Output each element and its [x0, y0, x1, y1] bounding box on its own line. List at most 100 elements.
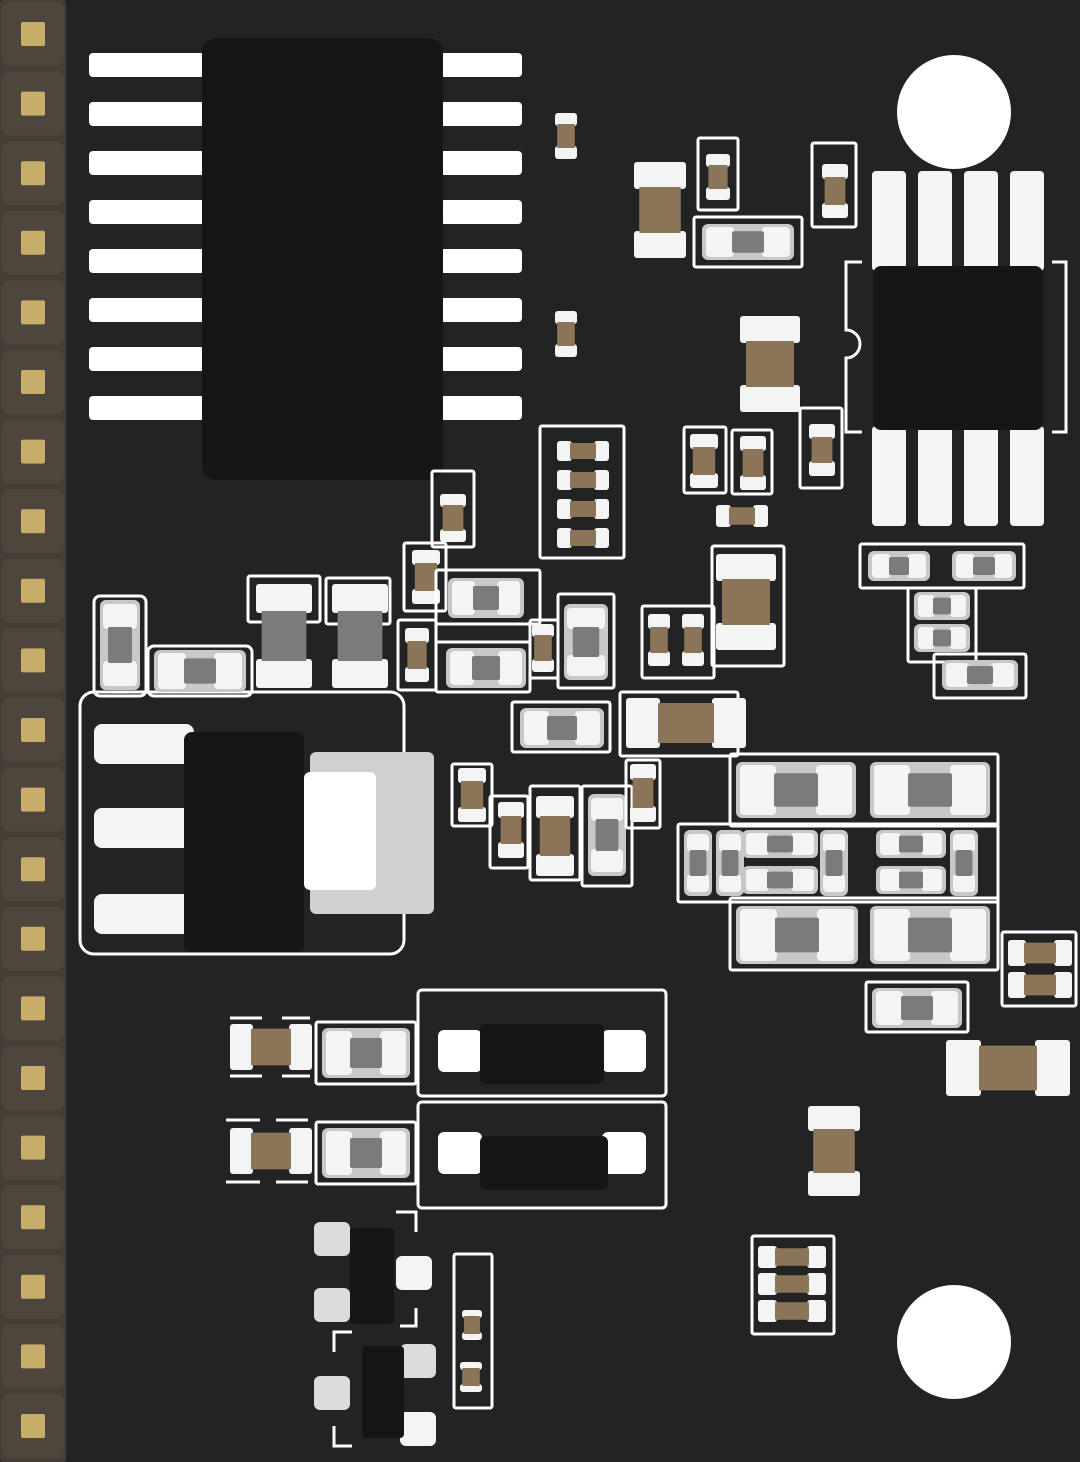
- capacitor-c33: [942, 660, 1018, 690]
- resistor-array-element: [557, 470, 609, 490]
- capacitor-c6-outline: [556, 592, 616, 690]
- sot-223-regulator: [78, 690, 434, 956]
- capacitor-c4: [448, 578, 524, 618]
- capacitor-pad: [687, 834, 709, 852]
- header-pin-pad: [21, 1274, 45, 1299]
- capacitor-c7-outline: [710, 544, 786, 668]
- transistor-1-pad: [314, 1288, 350, 1322]
- soic-16-pin-right: [440, 249, 522, 273]
- capacitor-body: [908, 917, 952, 953]
- capacitor-body: [732, 231, 764, 253]
- transistor-2-pad: [400, 1412, 436, 1446]
- capacitor-c13: [626, 698, 746, 748]
- resistor-body: [337, 611, 383, 661]
- capacitor-pad: [452, 581, 475, 615]
- resistor-array-2-element: [758, 1273, 826, 1295]
- resistor-pad: [740, 475, 766, 490]
- so-8-pin-top: [918, 171, 952, 271]
- capacitor-c34-outline: [314, 1020, 418, 1086]
- resistor-body: [570, 472, 596, 488]
- resistor-body: [639, 187, 681, 233]
- resistor-r6-outline: [682, 425, 728, 495]
- capacitor-c2: [702, 224, 794, 260]
- resistor-pad: [594, 470, 609, 490]
- capacitor-c8-outline: [92, 594, 148, 698]
- capacitor-c27: [872, 988, 962, 1028]
- so-8-pin-bottom: [918, 426, 952, 526]
- resistor-r7: [740, 436, 766, 490]
- capacitor-c5: [446, 648, 526, 688]
- diode-1-pad-left: [438, 1030, 482, 1072]
- resistor-body: [658, 703, 714, 743]
- resistor-pad: [648, 651, 670, 666]
- resistor-body: [692, 447, 716, 475]
- capacitor-c12-outline: [510, 700, 612, 754]
- so-8-pin-bottom: [964, 426, 998, 526]
- capacitor-body: [933, 629, 951, 647]
- capacitor-c36: [808, 1106, 860, 1196]
- capacitor-pad: [450, 651, 474, 685]
- capacitor-pad: [740, 909, 777, 961]
- header-pin-pad: [21, 718, 45, 742]
- so-8-ic: [844, 171, 1068, 526]
- resistor-body: [557, 322, 575, 346]
- resistor-r11: [405, 628, 429, 682]
- regulator-body: [184, 732, 304, 952]
- capacitor-body: [473, 586, 499, 610]
- resistor-r4: [822, 164, 848, 218]
- resistor-array-element: [557, 499, 609, 519]
- resistor-pad: [630, 806, 656, 822]
- resistor-r16: [498, 802, 524, 858]
- sot-23-transistor-2: [314, 1330, 436, 1448]
- resistor-body: [746, 341, 794, 387]
- capacitor-pad: [949, 595, 966, 617]
- resistor-pad: [256, 659, 312, 688]
- capacitor-body: [547, 716, 577, 740]
- capacitor-array-outline: [676, 822, 1000, 904]
- capacitor-pad: [740, 765, 776, 815]
- resistor-r24: [460, 1362, 482, 1392]
- resistor-pad: [557, 441, 572, 461]
- capacitor-c22: [876, 830, 946, 858]
- capacitor-c12: [520, 708, 604, 748]
- resistor-pad: [808, 1106, 860, 1131]
- resistor-pad: [532, 624, 554, 637]
- resistor-r4-outline: [810, 141, 858, 229]
- resistor-pad: [230, 1128, 253, 1174]
- capacitor-body: [901, 996, 933, 1020]
- resistor-r12: [532, 624, 554, 672]
- resistor-r17: [536, 796, 574, 876]
- capacitor-c10: [256, 584, 312, 688]
- resistor-body: [684, 627, 702, 653]
- resistor-pad: [1035, 1040, 1070, 1096]
- capacitor-c21: [820, 830, 848, 896]
- soic-16-pin-left: [89, 396, 205, 420]
- mounting-hole-top: [897, 55, 1011, 169]
- capacitor-c19: [742, 830, 818, 858]
- so-8-pin-bottom: [872, 426, 906, 526]
- soic-16-pin-left: [89, 200, 205, 224]
- sma-diode-1: [416, 988, 668, 1098]
- soic-16-pin-right: [440, 102, 522, 126]
- capacitor-c24: [950, 830, 978, 896]
- resistor-r9-outline: [430, 469, 476, 549]
- soic-16-pin-right: [440, 151, 522, 175]
- capacitor-pair-outline: [906, 586, 978, 664]
- resistor-body: [460, 781, 484, 809]
- resistor-body: [813, 1129, 855, 1173]
- header-pin-pad: [21, 1205, 45, 1230]
- resistor-pad: [412, 589, 440, 604]
- header-pin-pad: [21, 787, 45, 812]
- resistor-pad: [634, 162, 686, 189]
- capacitor-body: [572, 627, 600, 657]
- resistor-body: [979, 1045, 1037, 1091]
- resistor-body: [824, 177, 846, 205]
- capacitor-c35-outline: [314, 1120, 418, 1186]
- soic-16-pin-left: [89, 102, 205, 126]
- resistor-r14: [682, 614, 704, 666]
- resistor-pad: [626, 698, 660, 748]
- diode-2-pad-left: [438, 1132, 482, 1174]
- capacitor-pad: [872, 554, 891, 578]
- resistor-pad: [706, 154, 730, 167]
- capacitor-pad: [103, 604, 137, 629]
